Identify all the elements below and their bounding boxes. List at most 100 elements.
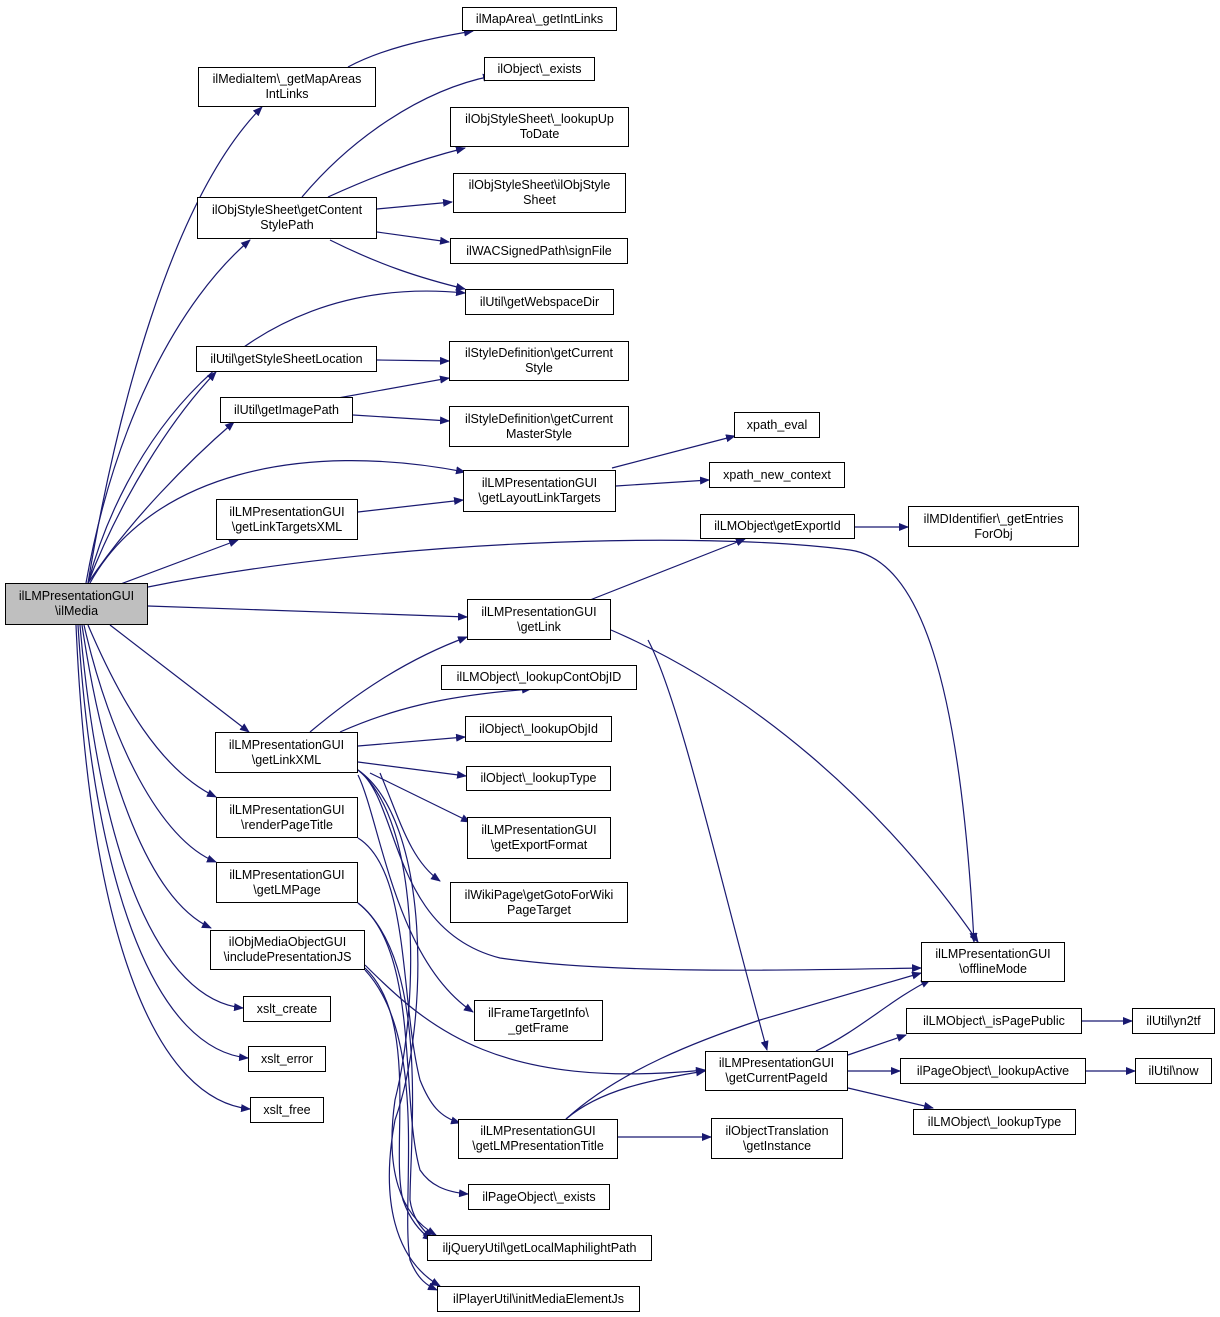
node-xslt-create-line-1: xslt_create [256, 1001, 318, 1016]
node-xpath-eval[interactable]: xpath_eval [734, 412, 820, 438]
node-lmpresentationgui-getlink[interactable]: ilLMPresentationGUI\getLink [467, 599, 611, 640]
edge-root-offlineMode [147, 539, 978, 943]
edge-getLinkXML-objectLookupType [357, 761, 467, 779]
node-lmpresentationgui-getlmpage[interactable]: ilLMPresentationGUI\getLMPage [216, 862, 358, 903]
node-lmpresentationgui-getlinkxml[interactable]: ilLMPresentationGUI\getLinkXML [215, 732, 358, 773]
edge-root-xsltFree [75, 624, 251, 1113]
edge-getContentStylePath-lookupUpToDate [327, 146, 466, 198]
node-util-now[interactable]: ilUtil\now [1135, 1058, 1212, 1084]
node-lmpresentationgui-renderpagetitle[interactable]: ilLMPresentationGUI\renderPageTitle [216, 797, 358, 838]
edge-root-getLMPage [83, 624, 217, 863]
edge-getContentStylePath-objStyleSheetCtor [376, 198, 453, 210]
edge-getContentStylePath-signFile [376, 231, 450, 245]
edge-getContentStylePath-getWebspaceDir [329, 239, 466, 291]
node-util-getstylesheetlocation[interactable]: ilUtil\getStyleSheetLocation [196, 346, 377, 372]
node-object-lookupobjid[interactable]: ilObject\_lookupObjId [465, 716, 612, 742]
node-lmpresentationgui-getlmpage-line-2: \getLMPage [253, 882, 321, 897]
node-objecttranslation-getinstance[interactable]: ilObjectTranslation\getInstance [711, 1118, 843, 1159]
node-lmpresentationgui-getlayoutlinktargets[interactable]: ilLMPresentationGUI\getLayoutLinkTargets [463, 470, 616, 512]
node-maparea-getintlinks[interactable]: ilMapArea\_getIntLinks [462, 7, 617, 31]
node-ilmedia-line-2: \ilMedia [54, 604, 99, 618]
edge-root-getLink [147, 605, 468, 621]
node-styledefinition-getcurrentmasterstyle-line-2: MasterStyle [506, 426, 572, 441]
node-util-getwebspacedir[interactable]: ilUtil\getWebspaceDir [465, 289, 614, 315]
node-lmobject-lookupcontobjid-line-1: ilLMObject\_lookupContObjID [456, 670, 622, 684]
node-util-getstylesheetlocation-line-1: ilUtil\getStyleSheetLocation [210, 351, 363, 366]
node-object-exists[interactable]: ilObject\_exists [484, 57, 595, 81]
node-xpath-eval-line-1: xpath_eval [746, 417, 808, 432]
node-lmpresentationgui-getlinktargetsxml-line-2: \getLinkTargetsXML [231, 519, 343, 534]
node-wacsignedpath-signfile[interactable]: ilWACSignedPath\signFile [450, 238, 628, 264]
node-ilmedia[interactable]: ilLMPresentationGUI\ilMedia [5, 583, 148, 625]
node-object-lookuptype-line-1: ilObject\_lookupType [480, 771, 597, 785]
node-mdidentifier-getentriesforobj-line-2: ForObj [974, 526, 1013, 541]
node-objmediaobjectgui-includepresentationjs[interactable]: ilObjMediaObjectGUI\includePresentationJ… [210, 930, 365, 970]
node-jqueryutil-getlocalmaphilightpath[interactable]: iljQueryUtil\getLocalMaphilightPath [427, 1235, 652, 1261]
node-lmobject-lookupcontobjid[interactable]: ilLMObject\_lookupContObjID [441, 665, 637, 690]
node-lmpresentationgui-getexportformat[interactable]: ilLMPresentationGUI\getExportFormat [467, 817, 611, 859]
node-lmpresentationgui-getlinktargetsxml[interactable]: ilLMPresentationGUI\getLinkTargetsXML [216, 499, 358, 540]
node-pageobject-lookupactive[interactable]: ilPageObject\_lookupActive [900, 1058, 1086, 1084]
node-lmobject-ispagepublic[interactable]: ilLMObject\_isPagePublic [906, 1008, 1082, 1034]
node-lmpresentationgui-getlinktargetsxml-line-1: ilLMPresentationGUI [229, 504, 345, 519]
node-frametargetinfo-getframe-line-2: _getFrame [508, 1020, 569, 1035]
node-objstylesheet-getcontentstylepath-line-2: StylePath [260, 218, 314, 232]
node-playerutil-initmediaelementjs[interactable]: ilPlayerUtil\initMediaElementJs [437, 1286, 640, 1312]
edge-root-getImagePath [87, 421, 235, 584]
node-styledefinition-getcurrentstyle-line-2: Style [525, 361, 553, 375]
edge-getLayoutLinkTargets-xpathEval [611, 434, 736, 469]
node-lmpresentationgui-getlink-line-2: \getLink [517, 619, 561, 634]
node-ilmedia-line-1: ilLMPresentationGUI [18, 589, 135, 603]
edge-root-getLinkTargetsXML [109, 539, 239, 589]
node-objstylesheet-constructor-line-1: ilObjStyleSheet\ilObjStyle [468, 178, 611, 192]
node-lmpresentationgui-getlink-line-1: ilLMPresentationGUI [481, 604, 597, 619]
node-util-getimagepath[interactable]: ilUtil\getImagePath [220, 397, 353, 423]
edge-getLMPresentationTitle-offlineMode [565, 971, 922, 1120]
node-mdidentifier-getentriesforobj-line-1: ilMDIdentifier\_getEntries [923, 511, 1064, 526]
node-playerutil-initmediaelementjs-line-1: ilPlayerUtil\initMediaElementJs [453, 1291, 624, 1306]
edge-getLinkXML-offlineMode [357, 769, 922, 973]
node-lmpresentationgui-getcurrentpageid[interactable]: ilLMPresentationGUI\getCurrentPageId [705, 1051, 848, 1091]
node-xslt-error[interactable]: xslt_error [248, 1046, 326, 1072]
node-lmpresentationgui-getlmpresentationtitle[interactable]: ilLMPresentationGUI\getLMPresentationTit… [458, 1119, 618, 1159]
node-xslt-free[interactable]: xslt_free [250, 1097, 324, 1123]
node-object-lookuptype[interactable]: ilObject\_lookupType [466, 766, 611, 791]
node-objecttranslation-getinstance-line-1: ilObjectTranslation [725, 1123, 829, 1138]
edge-root-getContentStylePath [85, 239, 251, 584]
node-xpath-new-context-line-1: xpath_new_context [723, 467, 831, 482]
node-lmpresentationgui-getexportformat-line-2: \getExportFormat [490, 838, 588, 852]
edge-root-getLayoutLinkTargets [89, 460, 466, 584]
node-util-yn2tf[interactable]: ilUtil\yn2tf [1132, 1008, 1215, 1034]
node-frametargetinfo-getframe[interactable]: ilFrameTargetInfo\_getFrame [474, 1000, 603, 1041]
node-lmobject-getexportid[interactable]: ilLMObject\getExportId [700, 514, 855, 539]
node-wikipage-getgotoforwikipagetarget-line-1: ilWikiPage\getGotoForWiki [464, 887, 614, 902]
node-pageobject-exists[interactable]: ilPageObject\_exists [468, 1184, 610, 1210]
node-lmpresentationgui-offlinemode-line-2: \offlineMode [959, 962, 1027, 976]
edge-getCurrentPageId-offlineMode [815, 979, 931, 1052]
node-lmobject-lookuptype[interactable]: ilLMObject\_lookupType [913, 1109, 1076, 1135]
edge-getContentStylePath-objectExists [301, 73, 493, 198]
node-xslt-create[interactable]: xslt_create [243, 996, 331, 1022]
edge-getLink-getExportId [589, 538, 746, 601]
node-objstylesheet-constructor-line-2: Sheet [523, 193, 556, 207]
edge-getLink-getCurrentPageId [647, 639, 769, 1051]
node-lmpresentationgui-offlinemode[interactable]: ilLMPresentationGUI\offlineMode [921, 942, 1065, 982]
node-maparea-getintlinks-line-1: ilMapArea\_getIntLinks [475, 11, 604, 26]
edge-getLinkXML-getGotoForWikiPageTarget [379, 772, 441, 882]
edge-getImagePath-getCurrentMasterStyle [352, 414, 450, 425]
node-xpath-new-context[interactable]: xpath_new_context [709, 462, 845, 488]
node-util-getwebspacedir-line-1: ilUtil\getWebspaceDir [479, 294, 600, 309]
node-lmobject-getexportid-line-1: ilLMObject\getExportId [714, 519, 841, 533]
edge-getLMPage-getLocalMaphilightPath [357, 902, 433, 1239]
node-lmobject-ispagepublic-line-1: ilLMObject\_isPagePublic [923, 1013, 1065, 1028]
